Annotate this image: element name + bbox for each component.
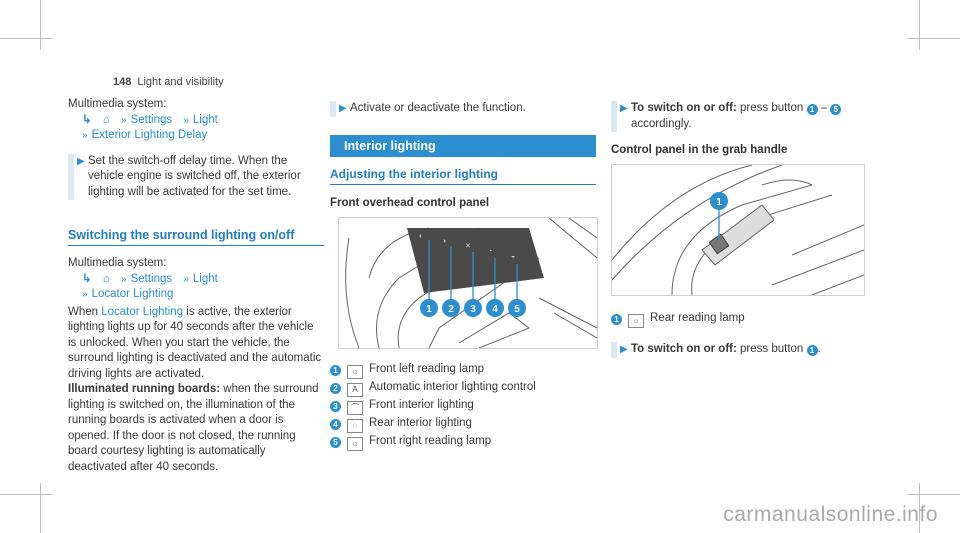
legend-item: 5☼Front right reading lamp — [330, 433, 596, 451]
path-arrow-icon: ↳ — [82, 273, 92, 285]
play-triangle-icon: ▶ — [620, 344, 628, 355]
instruction-step: ▶ To switch on or off: press button 1. — [611, 342, 871, 358]
play-triangle-icon: ▶ — [620, 103, 628, 114]
inline-link-locator-lighting[interactable]: Locator Lighting — [101, 306, 183, 318]
button-glyph: ◔ — [488, 248, 492, 255]
button-glyph: ✕ — [465, 243, 471, 250]
instruction-step: ▶ Activate or deactivate the function. — [330, 101, 596, 117]
double-chevron-icon: » — [82, 289, 88, 300]
body-paragraph: Illuminated running boards: when the sur… — [68, 382, 324, 475]
step-text: Activate or deactivate the function. — [350, 101, 596, 117]
button-glyph: ◐ — [419, 233, 423, 240]
crop-mark — [0, 38, 52, 39]
home-icon[interactable]: ⌂ — [103, 273, 110, 285]
menu-path: ↳ ⌂ » Settings » Light » Locator Lighting — [68, 272, 324, 303]
reading-lamp-icon: ☼ — [347, 365, 363, 379]
watermark: carmanualsonline.info — [723, 503, 938, 527]
double-chevron-icon: » — [82, 130, 88, 141]
callout-1: 1 — [426, 304, 432, 315]
path-item-settings[interactable]: Settings — [131, 273, 173, 285]
double-chevron-icon: » — [183, 115, 189, 126]
path-item-exterior-lighting-delay[interactable]: Exterior Lighting Delay — [92, 129, 208, 141]
double-chevron-icon: » — [121, 274, 127, 285]
crop-mark — [908, 494, 960, 495]
section-title: Switching the surround lighting on/off — [68, 228, 324, 246]
crop-mark — [40, 0, 41, 50]
front-interior-light-icon: ⌒ — [347, 401, 363, 415]
home-icon[interactable]: ⌂ — [103, 114, 110, 126]
menu-path: ↳ ⌂ » Settings » Light » Exterior Lighting … — [68, 113, 324, 144]
callout-1: 1 — [716, 197, 722, 208]
path-arrow-icon: ↳ — [82, 114, 92, 126]
grab-handle-drawing: 1 — [612, 165, 864, 295]
path-item-settings[interactable]: Settings — [131, 114, 173, 126]
subsection-title: Adjusting the interior lighting — [330, 167, 596, 185]
callout-2: 2 — [448, 304, 454, 315]
column-middle: ▶ Activate or deactivate the function. I… — [330, 97, 596, 451]
bold-lead: To switch on or off: — [631, 102, 737, 114]
step-text: Set the switch-off delay time. When the … — [88, 154, 324, 201]
crop-mark — [0, 494, 52, 495]
grab-handle-panel — [702, 205, 774, 265]
instruction-step: ▶ To switch on or off: press button 1 – … — [611, 101, 871, 132]
page-number: 148 — [113, 76, 131, 88]
button-glyph: ◒ — [511, 253, 515, 260]
double-chevron-icon: » — [183, 274, 189, 285]
callout-4: 4 — [492, 304, 498, 315]
grab-handle-figure: 1 — [611, 164, 865, 296]
path-item-light[interactable]: Light — [193, 114, 218, 126]
legend-item: 1☼Front left reading lamp — [330, 361, 596, 379]
bold-lead: To switch on or off: — [631, 343, 737, 355]
legend-list: 1☼Front left reading lamp 2AAutomatic in… — [330, 361, 596, 451]
legend-item: 3⌒Front interior lighting — [330, 397, 596, 415]
callout-3: 3 — [470, 304, 476, 315]
path-item-light[interactable]: Light — [193, 273, 218, 285]
legend-list: 1☼Rear reading lamp — [611, 310, 871, 328]
instruction-step: ▶ Set the switch-off delay time. When th… — [68, 154, 324, 201]
overhead-panel-figure: ◐ ◑ ✕ ◔ ◒ 1 2 — [338, 217, 598, 349]
overhead-panel-drawing: ◐ ◑ ✕ ◔ ◒ 1 2 — [339, 218, 597, 348]
button-glyph: ◑ — [442, 238, 446, 245]
legend-item: 2AAutomatic interior lighting control — [330, 379, 596, 397]
intro-text: Multimedia system: — [68, 97, 324, 113]
figure-title: Control panel in the grab handle — [611, 144, 871, 156]
play-triangle-icon: ▶ — [339, 103, 347, 114]
column-left: Multimedia system: ↳ ⌂ » Settings » Light … — [68, 97, 324, 475]
chapter-band-title: Interior lighting — [330, 135, 596, 157]
button-ref: 1 — [807, 345, 818, 356]
double-chevron-icon: » — [121, 115, 127, 126]
legend-item: 4◌Rear interior lighting — [330, 415, 596, 433]
bold-lead: Illuminated running boards: — [68, 383, 220, 395]
path-item-locator-lighting[interactable]: Locator Lighting — [92, 288, 174, 300]
figure-title: Front overhead control panel — [330, 197, 596, 209]
play-triangle-icon: ▶ — [77, 156, 85, 167]
button-ref: 5 — [830, 104, 841, 115]
button-ref: 1 — [807, 104, 818, 115]
reading-lamp-icon: ☼ — [347, 437, 363, 451]
crop-mark — [40, 483, 41, 533]
page-header: 148 Light and visibility — [113, 76, 224, 88]
section-name: Light and visibility — [137, 76, 223, 88]
body-paragraph: When Locator Lighting is active, the ext… — [68, 305, 324, 383]
crop-mark — [919, 0, 920, 50]
callout-5: 5 — [514, 304, 520, 315]
crop-mark — [908, 38, 960, 39]
reading-lamp-icon: ☼ — [628, 314, 644, 328]
intro-text: Multimedia system: — [68, 256, 324, 272]
rear-interior-light-icon: ◌ — [347, 419, 363, 433]
column-right: ▶ To switch on or off: press button 1 – … — [611, 97, 871, 368]
auto-lighting-icon: A — [347, 383, 363, 397]
legend-item: 1☼Rear reading lamp — [611, 310, 871, 328]
